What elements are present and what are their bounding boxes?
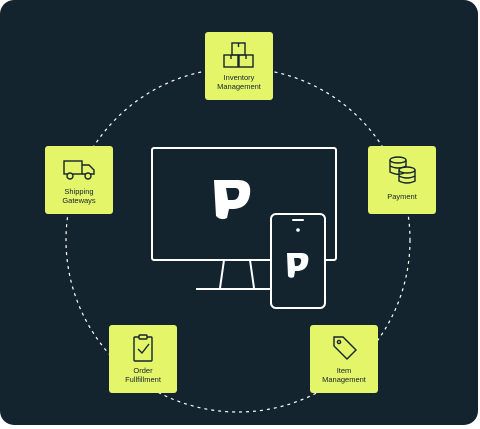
price-tag-icon: [329, 333, 359, 363]
truck-icon: [62, 154, 96, 184]
monitor-logo-icon: [214, 180, 251, 220]
node-payment: Payment: [368, 146, 436, 214]
coin-stack-icon: [387, 154, 417, 184]
node-label: Item Management: [322, 366, 366, 384]
node-label: Order Fullfillment: [125, 366, 161, 384]
node-label: Shipping Gateways: [62, 187, 96, 205]
node-shipping-gateways: Shipping Gateways: [45, 146, 113, 214]
orbit-ring: [65, 67, 411, 413]
clipboard-check-icon: [130, 333, 156, 363]
node-order-fulfillment: Order Fullfillment: [109, 325, 177, 393]
node-label: Inventory Management: [217, 73, 261, 91]
monitor-icon: [151, 147, 337, 290]
node-inventory-management: Inventory Management: [205, 32, 273, 100]
node-item-management: Item Management: [310, 325, 378, 393]
node-label: Payment: [387, 192, 417, 201]
boxes-icon: [219, 40, 259, 70]
phone-logo-icon: [287, 253, 309, 278]
